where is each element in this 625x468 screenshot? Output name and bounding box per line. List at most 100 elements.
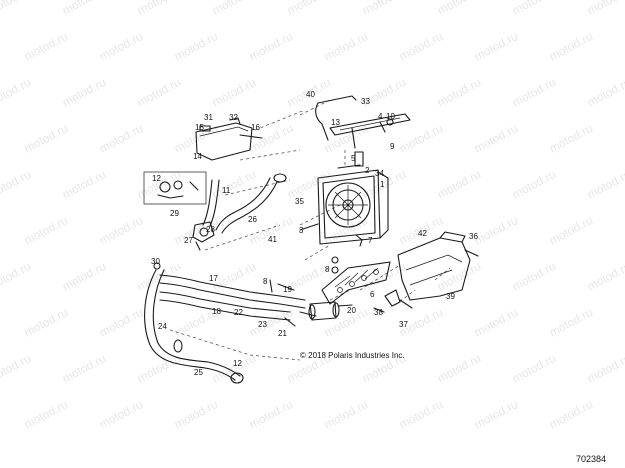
callout-41: 41	[268, 235, 277, 244]
watermark-text: motod.ru	[510, 167, 558, 202]
watermark-text: motod.ru	[585, 259, 625, 294]
callout-29: 29	[170, 209, 179, 218]
callout-33: 33	[361, 97, 370, 106]
watermark-text: motod.ru	[435, 75, 483, 110]
watermark-text: motod.ru	[247, 29, 295, 64]
callout-14: 14	[193, 152, 202, 161]
callout-17: 17	[209, 274, 218, 283]
watermark-text: motod.ru	[60, 351, 108, 386]
watermark-text: motod.ru	[210, 0, 258, 18]
watermark-text: motod.ru	[285, 167, 333, 202]
watermark-text: motod.ru	[435, 351, 483, 386]
callout-7: 7	[368, 236, 373, 245]
watermark-text: motod.ru	[322, 213, 370, 248]
fastener-30	[153, 262, 161, 270]
small-bracket-7	[331, 234, 363, 274]
watermark-text: motod.ru	[22, 121, 70, 156]
hose-24	[144, 269, 244, 384]
watermark-text: motod.ru	[435, 259, 483, 294]
callout-39: 39	[446, 292, 455, 301]
hose-clamp-group	[143, 171, 207, 205]
watermark-text: motod.ru	[210, 75, 258, 110]
callout-6: 6	[370, 290, 375, 299]
watermark-text: motod.ru	[547, 29, 595, 64]
callout-13: 13	[331, 118, 340, 127]
callout-40: 40	[306, 90, 315, 99]
watermark-text: motod.ru	[547, 397, 595, 432]
callout-12a: 12	[152, 174, 161, 183]
watermark-text: motod.ru	[22, 29, 70, 64]
watermark-text: motod.ru	[547, 213, 595, 248]
callout-23: 23	[258, 320, 267, 329]
watermark-text: motod.ru	[397, 397, 445, 432]
callout-15: 15	[195, 123, 204, 132]
watermark-text: motod.ru	[97, 121, 145, 156]
watermark-text: motod.ru	[472, 397, 520, 432]
callout-9: 9	[390, 142, 395, 151]
bracket-37	[373, 289, 413, 313]
callout-labels: 1 2 3 4 5 6 7 8 9 10 11 12 13 14 15 16 1…	[151, 90, 478, 377]
pipe-fitting-20	[308, 301, 353, 321]
watermark-text: motod.ru	[397, 29, 445, 64]
watermark-text: motod.ru	[435, 0, 483, 18]
callout-35: 35	[295, 197, 304, 206]
callout-20: 20	[347, 306, 356, 315]
watermark-text: motod.ru	[510, 0, 558, 18]
watermark-text: motod.ru	[135, 75, 183, 110]
callout-12b: 12	[233, 359, 242, 368]
watermark-text: motod.ru	[22, 397, 70, 432]
callout-36: 36	[469, 232, 478, 241]
callout-11: 11	[222, 186, 231, 195]
watermark-text: motod.ru	[322, 397, 370, 432]
watermark-layer: motod.ru motod.ru motod.ru motod.ru motod.ru…	[0, 0, 625, 432]
callout-28: 28	[206, 225, 215, 234]
watermark-text: motod.ru	[97, 397, 145, 432]
watermark-text: motod.ru	[97, 29, 145, 64]
watermark-text: motod.ru	[97, 305, 145, 340]
watermark-text: motod.ru	[435, 167, 483, 202]
callout-1: 1	[380, 180, 385, 189]
callout-24: 24	[158, 322, 167, 331]
watermark-text: motod.ru	[472, 213, 520, 248]
callout-16: 16	[251, 123, 260, 132]
watermark-text: motod.ru	[585, 167, 625, 202]
watermark-text: motod.ru	[585, 0, 625, 18]
watermark-text: motod.ru	[0, 351, 33, 386]
watermark-text: motod.ru	[22, 213, 70, 248]
watermark-text: motod.ru	[585, 351, 625, 386]
watermark-text: motod.ru	[60, 0, 108, 18]
watermark-text: motod.ru	[0, 75, 33, 110]
callout-31: 31	[204, 113, 213, 122]
watermark-text: motod.ru	[0, 167, 33, 202]
watermark-text: motod.ru	[172, 397, 220, 432]
callout-22: 22	[234, 308, 243, 317]
watermark-text: motod.ru	[472, 29, 520, 64]
callout-21: 21	[278, 329, 287, 338]
coolant-pipes	[159, 274, 317, 327]
watermark-text: motod.ru	[172, 29, 220, 64]
upper-bracket	[315, 95, 411, 149]
watermark-text: motod.ru	[547, 305, 595, 340]
callout-34: 34	[375, 169, 384, 178]
hose-26	[215, 173, 287, 234]
watermark-text: motod.ru	[397, 121, 445, 156]
watermark-text: motod.ru	[60, 167, 108, 202]
watermark-text: motod.ru	[135, 0, 183, 18]
callout-4: 4	[378, 112, 383, 121]
callout-32: 32	[229, 113, 238, 122]
watermark-text: motod.ru	[322, 121, 370, 156]
watermark-text: motod.ru	[60, 259, 108, 294]
watermark-text: motod.ru	[472, 121, 520, 156]
callout-38: 38	[374, 308, 383, 317]
callout-5: 5	[351, 154, 356, 163]
radiator-assembly	[299, 151, 389, 245]
watermark-text: motod.ru	[0, 259, 33, 294]
watermark-text: motod.ru	[510, 259, 558, 294]
watermark-text: motod.ru	[585, 75, 625, 110]
thermostat-housing	[192, 221, 215, 251]
watermark-text: motod.ru	[472, 305, 520, 340]
watermark-text: motod.ru	[247, 397, 295, 432]
watermark-text: motod.ru	[22, 305, 70, 340]
callout-37: 37	[399, 320, 408, 329]
